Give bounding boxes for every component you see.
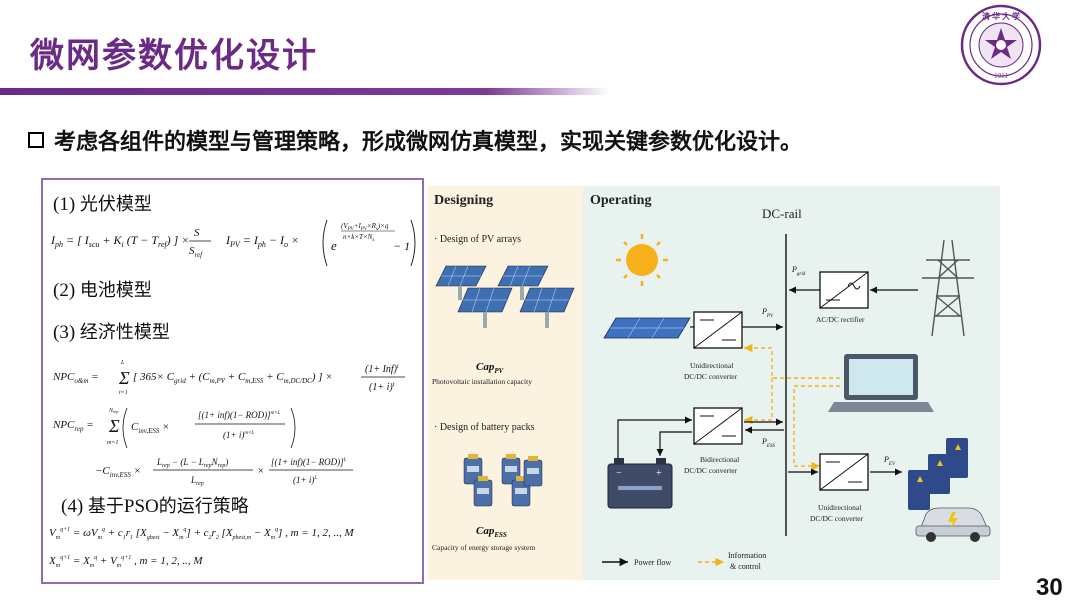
svg-text:(1+ i)m×L: (1+ i)m×L bbox=[223, 430, 254, 440]
info-control-lines bbox=[748, 347, 840, 467]
bidirectional-dcdc-converter bbox=[693, 407, 743, 445]
pv-dcdc-converter bbox=[693, 311, 743, 349]
page-title: 微网参数优化设计 bbox=[30, 36, 318, 76]
svg-text:[(1+ inf)(1− ROD)]L: [(1+ inf)(1− ROD)]L bbox=[271, 457, 347, 467]
svg-text:Σ: Σ bbox=[108, 416, 120, 436]
svg-text:n×k×T×Ns: n×k×T×Ns bbox=[343, 233, 374, 243]
section-number: (4) bbox=[61, 496, 84, 517]
bi-converter-line2: DC/DC converter bbox=[684, 466, 738, 475]
battery-packs-icon bbox=[463, 454, 543, 507]
svg-text:Cinv,ESS ×: Cinv,ESS × bbox=[131, 421, 170, 435]
section-label-suffix: 的运行策略 bbox=[158, 496, 249, 517]
designing-panel-bg bbox=[428, 186, 583, 580]
pv-arrays-icon bbox=[435, 265, 575, 328]
section-number: (2) bbox=[53, 280, 76, 301]
uni-converter-1-line1: Unidirectional bbox=[690, 361, 733, 370]
svg-text:Iph = [ Iscu + Ki (T − Tref) ]: Iph = [ Iscu + Ki (T − Tref) ] × bbox=[51, 233, 189, 249]
section-battery-model: (2) 电池模型 bbox=[53, 276, 152, 302]
svg-text:S: S bbox=[194, 227, 200, 239]
cap-ess-label: CapESS bbox=[476, 525, 507, 539]
section-pv-model: (1) 光伏模型 bbox=[53, 190, 152, 216]
svg-text:(1+ i)t: (1+ i)t bbox=[369, 382, 395, 393]
svg-text:NPCo&m =: NPCo&m = bbox=[53, 371, 99, 385]
operating-title: Operating bbox=[590, 193, 651, 208]
pv-panel-icon bbox=[603, 317, 691, 339]
designing-title: Designing bbox=[434, 193, 493, 208]
section-pso-strategy: (4) 基于PSO的运行策略 bbox=[61, 492, 249, 518]
svg-text:IPV = Iph − Io ×: IPV = Iph − Io × bbox=[225, 233, 299, 249]
svg-text:Σ: Σ bbox=[118, 368, 130, 388]
svg-text:1911: 1911 bbox=[994, 72, 1008, 80]
section-label-pso: PSO bbox=[123, 496, 159, 517]
sun-icon bbox=[616, 234, 668, 286]
section-label-prefix: 基于 bbox=[87, 496, 124, 517]
svg-text:Lrep − (L − LrepNrep): Lrep − (L − LrepNrep) bbox=[156, 457, 228, 469]
cap-pv-label: CapPV bbox=[476, 361, 505, 375]
svg-text:−Cinv,ESS ×: −Cinv,ESS × bbox=[95, 465, 141, 479]
npc-residual-equation: −Cinv,ESS × Lrep − (L − LrepNrep) Lrep ×… bbox=[95, 457, 353, 487]
svg-text:Vmq+1 = ωVmq + c1r1 [Xgbest −: Vmq+1 = ωVmq + c1r1 [Xgbest − Xmq] + c2r… bbox=[49, 527, 354, 541]
npc-om-equation: NPCo&m = Σ L t=1 [ 365× Cgrid + (Cm,PV +… bbox=[53, 360, 405, 396]
section-label: 经济性模型 bbox=[79, 322, 170, 343]
design-battery-item: · Design of battery packs bbox=[434, 422, 535, 433]
legend-info-label-1: Information bbox=[728, 551, 766, 560]
svg-text:− 1: − 1 bbox=[393, 239, 410, 253]
svg-text:Lrep: Lrep bbox=[190, 475, 204, 487]
npc-rep-equation: NPCrep = Σ Nrep m=1 Cinv,ESS × [(1+ inf)… bbox=[53, 407, 296, 449]
svg-text:NPCrep =: NPCrep = bbox=[53, 419, 94, 433]
university-seal-logo: 清 华 大 学 1911 bbox=[960, 4, 1042, 86]
legend-power-label: Power flow bbox=[634, 558, 671, 567]
bi-converter-line1: Bidirectional bbox=[700, 455, 739, 464]
rectifier-label: AC/DC rectifier bbox=[816, 315, 865, 324]
uni-converter-2-line2: DC/DC converter bbox=[810, 514, 864, 523]
svg-text:(VPV+IPV×Rs)×q: (VPV+IPV×Rs)×q bbox=[341, 222, 389, 232]
battery-icon: − + bbox=[607, 458, 673, 509]
svg-text:Sref: Sref bbox=[189, 245, 203, 259]
svg-text:[ 365× Cgrid + (Cm,PV + Cm,ESS: [ 365× Cgrid + (Cm,PV + Cm,ESS + Cm,DC/D… bbox=[133, 371, 333, 385]
section-number: (3) bbox=[53, 322, 76, 343]
svg-text:Nrep: Nrep bbox=[108, 408, 118, 414]
laptop-icon bbox=[828, 354, 934, 412]
uni-converter-1-line2: DC/DC converter bbox=[684, 372, 738, 381]
ac-dc-rectifier bbox=[819, 271, 869, 309]
svg-text:清 华 大 学: 清 华 大 学 bbox=[982, 11, 1020, 21]
svg-text:−: − bbox=[616, 468, 622, 479]
bullet-text: 考虑各组件的模型与管理策略，形成微网仿真模型，实现关键参数优化设计。 bbox=[54, 130, 803, 155]
pv-caption: Photovoltaic installation capacity bbox=[432, 377, 532, 386]
microgrid-diagram: Designing · Design of PV arrays bbox=[428, 186, 1000, 580]
svg-text:[(1+ inf)(1− ROD)]m×L: [(1+ inf)(1− ROD)]m×L bbox=[198, 410, 281, 420]
svg-text:+: + bbox=[656, 468, 662, 479]
title-underline bbox=[0, 88, 610, 95]
section-economic-model: (3) 经济性模型 bbox=[53, 318, 170, 344]
svg-text:t=1: t=1 bbox=[119, 390, 128, 396]
pso-update-equations: Vmq+1 = ωVmq + c1r1 [Xgbest − Xmq] + c2r… bbox=[49, 527, 354, 569]
svg-text:m=1: m=1 bbox=[107, 440, 118, 446]
pv-model-equation: Iph = [ Iscu + Ki (T − Tref) ] × S Sref … bbox=[51, 219, 416, 267]
svg-text:L: L bbox=[120, 360, 125, 366]
bullet-statement: 考虑各组件的模型与管理策略，形成微网仿真模型，实现关键参数优化设计。 bbox=[28, 124, 802, 156]
bullet-square-icon bbox=[28, 132, 44, 148]
section-label: 光伏模型 bbox=[79, 194, 152, 215]
models-panel: (1) 光伏模型 Iph = [ Iscu + Ki (T − Tref) ] … bbox=[41, 178, 424, 584]
ev-charging-station-icon bbox=[908, 438, 968, 510]
ess-caption: Capacity of energy storage system bbox=[432, 543, 535, 552]
electric-car-icon bbox=[915, 507, 991, 542]
svg-text:Xmq+1 = Xmq + Vmq+1 , m = 1,: Xmq+1 = Xmq + Vmq+1 , m = 1, 2, .., M bbox=[49, 555, 203, 569]
section-number: (1) bbox=[53, 194, 76, 215]
uni-converter-2-line1: Unidirectional bbox=[818, 503, 861, 512]
svg-text:×: × bbox=[257, 465, 264, 477]
svg-text:e: e bbox=[331, 238, 337, 253]
design-pv-item: · Design of PV arrays bbox=[434, 234, 521, 245]
section-label: 电池模型 bbox=[79, 280, 152, 301]
svg-text:(1+ Inf)t: (1+ Inf)t bbox=[365, 364, 399, 375]
ev-dcdc-converter bbox=[819, 453, 869, 491]
svg-text:(1+ i)L: (1+ i)L bbox=[293, 475, 317, 485]
dc-rail-label: DC-rail bbox=[762, 206, 802, 221]
legend-info-label-2: & control bbox=[730, 562, 762, 571]
page-number: 30 bbox=[1036, 574, 1063, 601]
power-tower-icon bbox=[922, 239, 974, 337]
